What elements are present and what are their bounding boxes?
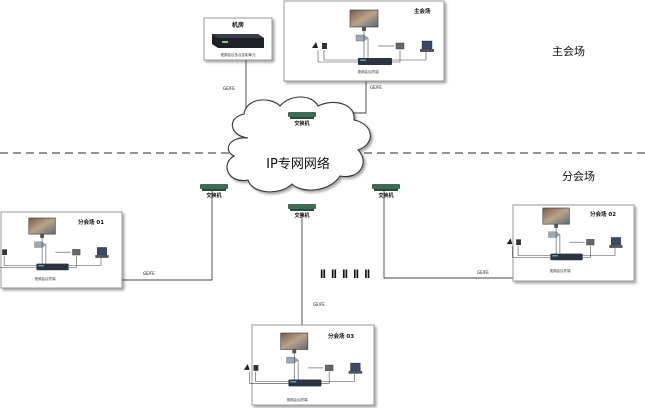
- zone-label-main: 主会场: [552, 44, 585, 58]
- site-b1-title: 分会场 01: [78, 218, 104, 226]
- site-main-title: 主会场: [414, 7, 431, 15]
- site-main-terminal-label: 视频会议终端: [358, 69, 379, 74]
- link-label-4: GE/FE: [313, 302, 325, 307]
- site-b2-terminal-label: 视频会议终端: [550, 268, 571, 273]
- server-room-title: 机房: [232, 21, 244, 29]
- site-main: 主会场 视频会议终端: [283, 0, 445, 82]
- mcu-label: 视频会议多点控制单元: [221, 52, 256, 57]
- mcu-device: [212, 34, 264, 48]
- link-label-2: GE/FE: [370, 85, 382, 90]
- switch-center-label: 交换机: [294, 212, 309, 219]
- switch-top: [288, 112, 316, 119]
- switch-right-label: 交换机: [378, 192, 393, 199]
- switch-left-label: 交换机: [206, 192, 221, 199]
- site-branch-02: 分会场 02 视频会议终端: [506, 204, 635, 282]
- site-b3-title: 分会场 03: [328, 332, 354, 340]
- ip-network-cloud: IP专网网络: [226, 96, 371, 193]
- site-branch-03: 分会场 03 视频会议终端: [243, 324, 375, 406]
- switch-left: [200, 184, 228, 191]
- link-label-3: GE/FE: [143, 271, 155, 276]
- link-label-5: GE/FE: [477, 270, 489, 275]
- link-label-1: GE/FE: [223, 86, 235, 91]
- links: [122, 60, 515, 325]
- site-b3-terminal-label: 视频会议终端: [287, 397, 308, 402]
- site-b2-title: 分会场 02: [590, 210, 616, 218]
- switch-right: [372, 184, 400, 191]
- switch-center: [288, 204, 316, 211]
- more-sites-indicator: ǁ ǁ ǁ ǁ ǁ: [320, 269, 371, 279]
- network-label: IP专网网络: [266, 156, 330, 172]
- site-branch-01: 分会场 01 视频会议终端: [0, 211, 123, 289]
- switch-top-label: 交换机: [294, 120, 309, 127]
- zone-label-branch: 分会场: [562, 169, 595, 183]
- server-room-panel: 机房 视频会议多点控制单元: [203, 17, 273, 61]
- site-b1-terminal-label: 视频会议终端: [35, 276, 56, 281]
